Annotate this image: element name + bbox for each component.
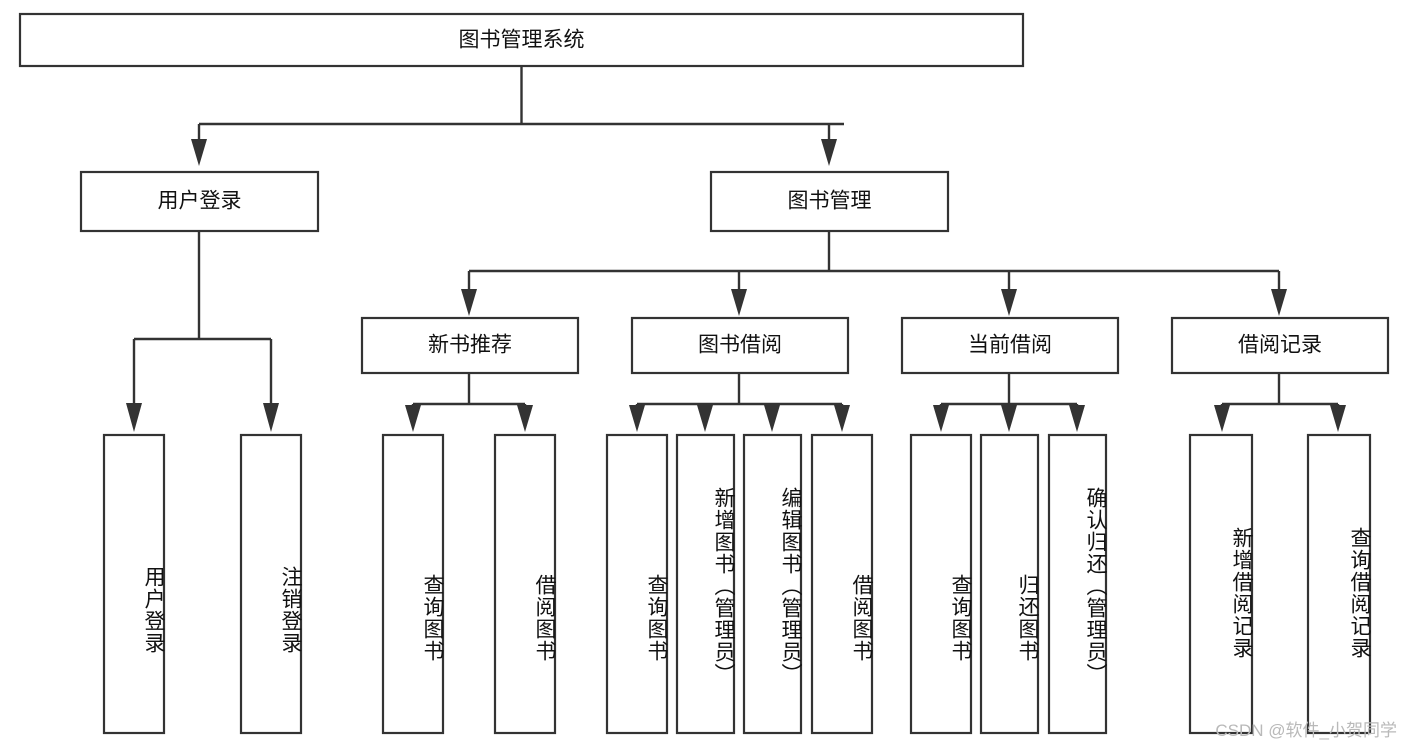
leaf-box-add-record[interactable] [1188,433,1254,735]
node-current-borrow-box[interactable] [900,316,1120,375]
node-root[interactable]: 图书管理系统 [18,12,1025,68]
connector-group-current-borrow [933,373,1085,432]
arrowhead-leaf-return-book [1001,405,1017,432]
node-book-borrow[interactable]: 图书借阅 [630,316,850,375]
connector-group-root [191,66,844,166]
node-user-login-label: 用户登录 [158,190,242,213]
arrowhead-leaf-query-book-2 [629,405,645,432]
leaf-box-query-record[interactable] [1306,433,1372,735]
arrowhead-new-book-recommend [461,289,477,316]
node-book-management-label: 图书管理 [788,190,872,213]
arrowhead-leaf-query-record [1330,405,1346,432]
arrowhead-leaf-query-book-3 [933,405,949,432]
leaf-box-query-book-2[interactable] [605,433,669,735]
node-root-box[interactable] [18,12,1025,68]
leaf-box-edit-book[interactable] [742,433,803,735]
leaf-box-borrow-book-1[interactable] [493,433,557,735]
leaf-box-add-book[interactable] [675,433,736,735]
arrowhead-borrow-record [1271,289,1287,316]
connector-group-user-login [126,231,279,432]
node-new-book-recommend-label: 新书推荐 [428,334,512,357]
node-book-management-box[interactable] [709,170,950,233]
node-borrow-record[interactable]: 借阅记录 [1170,316,1390,375]
arrowhead-leaf-add-book [697,405,713,432]
leaf-boxes [102,433,1372,735]
arrowhead-current-borrow [1001,289,1017,316]
arrowhead-leaf-user-login [126,403,142,432]
leaf-box-user-logout[interactable] [239,433,303,735]
leaf-box-query-book-1[interactable] [381,433,445,735]
connector-group-book-borrow [629,373,850,432]
node-root-label: 图书管理系统 [459,29,585,52]
arrowhead-leaf-user-logout [263,403,279,432]
leaf-box-query-book-3[interactable] [909,433,973,735]
arrowhead-leaf-add-record [1214,405,1230,432]
csdn-watermark: CSDN @软件_小贺同学 [1215,721,1397,740]
node-book-management[interactable]: 图书管理 [709,170,950,233]
node-new-book-recommend[interactable]: 新书推荐 [360,316,580,375]
leaf-box-user-login[interactable] [102,433,166,735]
leaf-box-borrow-book-2[interactable] [810,433,874,735]
arrowhead-leaf-borrow-book-1 [517,405,533,432]
connector-group-new-book-recommend [405,373,533,432]
arrowhead-leaf-confirm-return [1069,405,1085,432]
node-borrow-record-box[interactable] [1170,316,1390,375]
node-current-borrow-label: 当前借阅 [968,334,1052,357]
arrowhead-user-login [191,139,207,166]
arrowhead-leaf-query-book-1 [405,405,421,432]
connector-group-borrow-record [1214,373,1346,432]
arrowhead-book-borrow [731,289,747,316]
connector-group-book-management [461,231,1287,316]
node-user-login[interactable]: 用户登录 [79,170,320,233]
node-book-borrow-label: 图书借阅 [698,334,782,357]
node-current-borrow[interactable]: 当前借阅 [900,316,1120,375]
node-book-borrow-box[interactable] [630,316,850,375]
node-new-book-recommend-box[interactable] [360,316,580,375]
arrowhead-leaf-edit-book [764,405,780,432]
node-user-login-box[interactable] [79,170,320,233]
arrowhead-leaf-borrow-book-2 [834,405,850,432]
leaf-box-return-book[interactable] [979,433,1040,735]
node-borrow-record-label: 借阅记录 [1238,334,1322,357]
arrowhead-book-management [821,139,837,166]
leaf-box-confirm-return[interactable] [1047,433,1108,735]
